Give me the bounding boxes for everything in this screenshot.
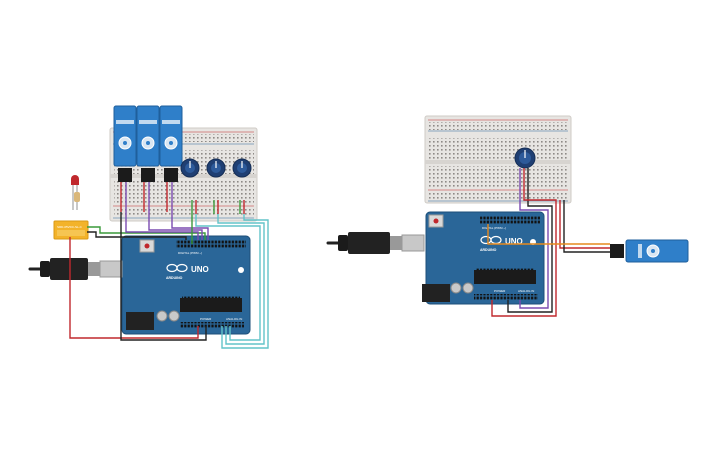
- right-arduino-board[interactable]: DIGITAL (PWM ~) UNO ARDUINO POWER ANALOG…: [422, 211, 545, 305]
- left-usb-cable-icon[interactable]: [28, 258, 123, 280]
- right-usb-cable-icon[interactable]: [326, 232, 425, 254]
- left-led[interactable]: [71, 175, 80, 210]
- left-potentiometer-2[interactable]: [206, 158, 226, 178]
- right-digital-header: DIGITAL (PWM ~): [482, 226, 506, 230]
- right-potentiometer[interactable]: [514, 147, 536, 169]
- left-servo-2[interactable]: [136, 105, 160, 182]
- left-arduino-logo-icon: [166, 263, 188, 273]
- right-circuit: DIGITAL (PWM ~) UNO ARDUINO POWER ANALOG…: [326, 115, 689, 317]
- left-analog-header: ANALOG IN: [226, 317, 242, 321]
- left-potentiometer-3[interactable]: [232, 158, 252, 178]
- right-breadboard[interactable]: [424, 115, 572, 204]
- left-relay[interactable]: SRD-05VDC-SL-C: [53, 220, 89, 240]
- right-board-model: UNO: [505, 237, 523, 246]
- left-board-model: UNO: [191, 265, 209, 274]
- right-power-header: POWER: [494, 289, 506, 293]
- right-board-brand: ARDUINO: [480, 248, 497, 252]
- left-arduino-board[interactable]: DIGITAL (PWM ~) UNO ARDUINO POWER ANALOG…: [121, 235, 251, 335]
- left-breadboard-wires: [120, 182, 245, 214]
- left-long-wires: [69, 212, 269, 349]
- left-digital-header: DIGITAL (PWM ~): [178, 251, 202, 255]
- left-potentiometer-1[interactable]: [180, 158, 200, 178]
- left-servo-3[interactable]: [159, 105, 183, 182]
- right-wires: [487, 168, 610, 317]
- right-servo[interactable]: [610, 239, 689, 263]
- left-circuit: SRD-05VDC-SL-C DIGITAL (PWM ~) UNO ARDUI…: [28, 105, 269, 349]
- relay-label: SRD-05VDC-SL-C: [57, 225, 83, 229]
- right-analog-header: ANALOG IN: [518, 289, 534, 293]
- left-power-header: POWER: [200, 317, 212, 321]
- left-servo-1[interactable]: [113, 105, 137, 182]
- left-board-brand: ARDUINO: [166, 276, 183, 280]
